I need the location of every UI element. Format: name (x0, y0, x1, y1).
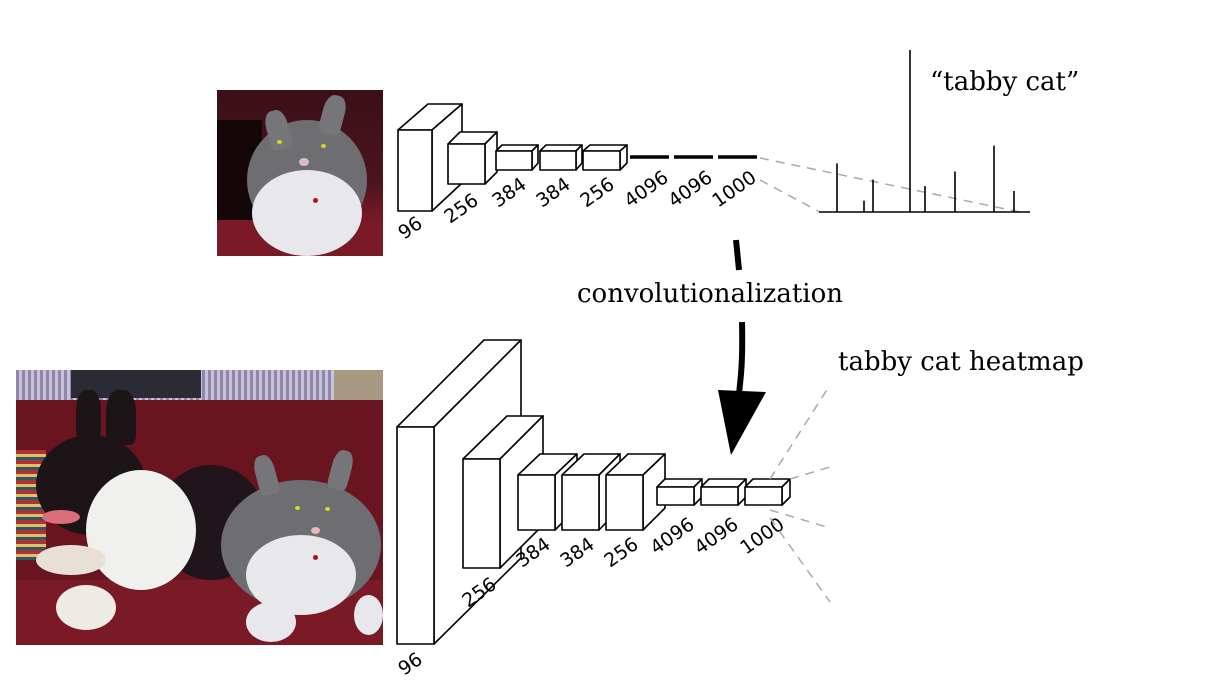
bottom-fc-4096b-block (700, 478, 747, 506)
top-network: 96 256 384 384 256 4096 4096 1000 (394, 103, 1021, 244)
convolutionalization-label: convolutionalization (577, 279, 843, 309)
bottom-label-1000: 1000 (736, 513, 788, 559)
bottom-label-4096b: 4096 (690, 513, 742, 559)
bottom-fc-4096a-block (656, 478, 703, 506)
top-layer-256-block (447, 131, 498, 185)
arrow-head-icon (718, 390, 766, 455)
dog-and-cat-photo (16, 370, 383, 645)
bottom-label-96: 96 (394, 648, 426, 680)
top-label-4096a: 4096 (620, 166, 672, 212)
bottom-network: 96 256 384 384 256 4096 4096 1000 (394, 339, 831, 680)
class-score-histogram (819, 50, 1030, 213)
top-dash-lower (759, 179, 821, 213)
bottom-dash-2 (789, 466, 831, 480)
top-label-256b: 256 (576, 173, 618, 212)
bottom-label-256b: 256 (600, 533, 642, 572)
top-label-384b: 384 (532, 173, 574, 212)
bottom-dash-4 (769, 517, 831, 603)
bottom-label-4096a: 4096 (646, 513, 698, 559)
top-dash-upper (759, 157, 1021, 213)
tabby-cat-label: “tabby cat” (930, 67, 1079, 97)
bottom-label-384b: 384 (556, 533, 598, 572)
heatmap-label: tabby cat heatmap (838, 347, 1084, 377)
top-label-1000: 1000 (708, 166, 760, 212)
cat-photo (217, 90, 383, 256)
top-label-4096b: 4096 (664, 166, 716, 212)
top-layer-384b-block (539, 144, 583, 171)
top-layer-256b-block (582, 144, 628, 171)
bottom-fc-1000-block (744, 478, 791, 506)
top-layer-384a-block (495, 144, 539, 171)
bottom-layer-256b-block (605, 453, 666, 531)
top-label-384a: 384 (488, 173, 530, 212)
bottom-dash-1 (769, 384, 831, 480)
convolutionalization-arrow (718, 239, 766, 455)
top-label-96: 96 (394, 212, 426, 244)
bottom-dash-3 (769, 509, 831, 529)
